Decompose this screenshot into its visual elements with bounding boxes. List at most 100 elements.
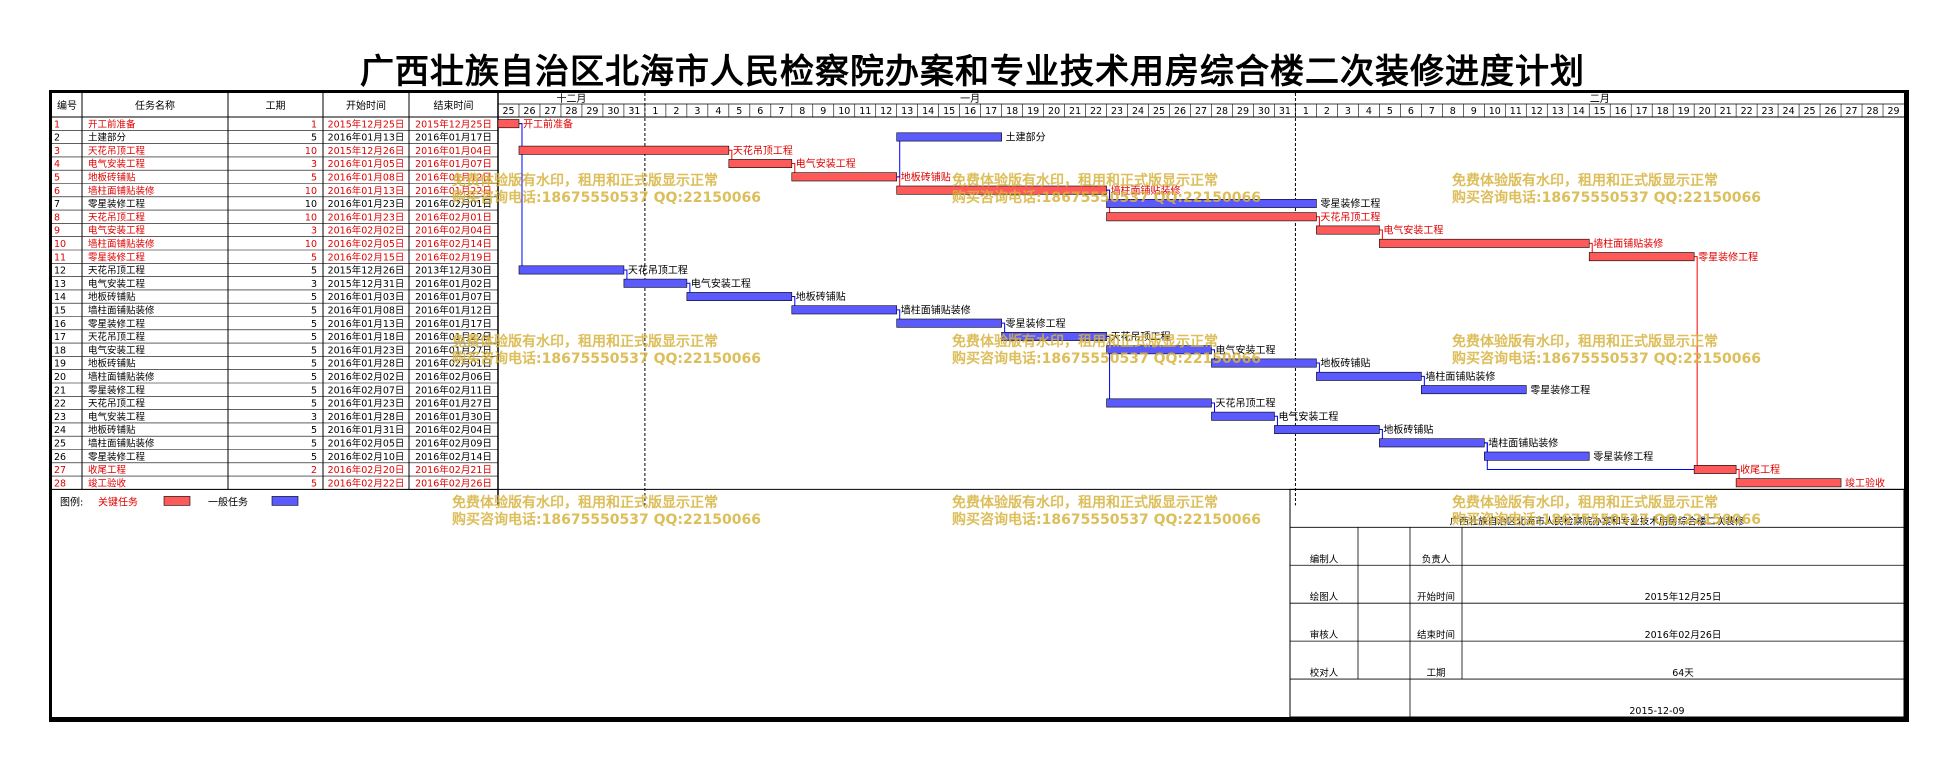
- day-label: 15: [1594, 106, 1606, 117]
- info-label: 校对人: [1310, 667, 1339, 679]
- task-start: 2016年02月07日: [328, 384, 405, 396]
- task-bar: [1483, 451, 1590, 461]
- info-value: 64天: [1672, 668, 1694, 679]
- task-bar: [1421, 385, 1527, 395]
- watermark-line1: 免费体验版有水印，租用和正式版显示正常: [452, 494, 718, 511]
- watermark-line2: 购买咨询电话:18675550537 QQ:22150066: [1452, 350, 1761, 367]
- task-bar: [1106, 199, 1317, 208]
- dependency-link: [896, 136, 901, 178]
- task-start: 2016年01月23日: [328, 198, 405, 210]
- day-label: 2: [673, 106, 679, 117]
- task-end: 2016年02月04日: [415, 424, 492, 436]
- task-id: 1: [54, 119, 60, 130]
- day-label: 8: [799, 106, 805, 117]
- task-name: 土建部分: [88, 132, 127, 144]
- day-label: 25: [502, 106, 514, 117]
- day-label: 10: [1489, 106, 1501, 117]
- month-label: 二月: [1590, 93, 1610, 105]
- watermark-line2: 购买咨询电话:18675550537 QQ:22150066: [452, 350, 761, 367]
- header-name: 任务名称: [135, 99, 175, 112]
- day-label: 21: [1069, 106, 1081, 117]
- day-label: 30: [607, 106, 619, 117]
- task-id: 4: [54, 159, 60, 170]
- task-id: 24: [54, 425, 66, 436]
- task-name: 电气安装工程: [88, 225, 146, 237]
- day-label: 4: [1366, 106, 1372, 117]
- day-label: 22: [1090, 106, 1102, 117]
- task-start: 2015年12月26日: [328, 145, 405, 157]
- day-label: 12: [880, 106, 892, 117]
- watermark-line1: 免费体验版有水印，租用和正式版显示正常: [952, 172, 1218, 189]
- task-duration: 5: [311, 452, 317, 463]
- watermark-line2: 购买咨询电话:18675550537 QQ:22150066: [952, 511, 1261, 528]
- day-label: 14: [922, 106, 934, 117]
- day-label: 13: [901, 106, 913, 117]
- day-label: 3: [1345, 106, 1351, 117]
- task-duration: 5: [311, 266, 317, 277]
- task-start: 2016年01月08日: [328, 172, 405, 184]
- day-label: 28: [565, 106, 577, 117]
- task-name: 天花吊顶工程: [88, 331, 146, 343]
- task-end: 2016年01月07日: [415, 291, 492, 303]
- task-duration: 10: [305, 199, 317, 210]
- watermark-line1: 免费体验版有水印，租用和正式版显示正常: [452, 333, 718, 350]
- task-name: 天花吊顶工程: [88, 211, 146, 223]
- task-duration: 3: [311, 279, 317, 290]
- day-label: 19: [1678, 106, 1690, 117]
- task-name: 墙柱面铺贴装修: [88, 185, 155, 197]
- watermark-line2: 购买咨询电话:18675550537 QQ:22150066: [452, 189, 761, 206]
- task-end: 2016年01月22日: [415, 331, 492, 343]
- task-duration: 2: [311, 465, 317, 476]
- task-name: 零星装修工程: [88, 451, 146, 463]
- watermark-line1: 免费体验版有水印，租用和正式版显示正常: [952, 494, 1218, 511]
- day-label: 4: [715, 106, 721, 117]
- task-end: 2016年02月21日: [415, 464, 492, 476]
- day-label: 9: [820, 106, 826, 117]
- day-label: 29: [1887, 106, 1899, 117]
- task-bar: [896, 132, 1002, 142]
- task-id: 7: [54, 199, 60, 210]
- task-bar: [623, 278, 688, 288]
- watermark-line2: 购买咨询电话:18675550537 QQ:22150066: [952, 350, 1261, 367]
- task-bar: [518, 265, 625, 275]
- task-end: 2016年01月02日: [415, 278, 492, 290]
- info-label: 工期: [1426, 668, 1445, 679]
- task-start: 2016年01月03日: [328, 291, 405, 303]
- page-title: 广西壮族自治区北海市人民检察院办案和专业技术用房综合楼二次装修进度计划: [360, 52, 1585, 92]
- day-label: 29: [1237, 106, 1249, 117]
- task-id: 23: [54, 412, 66, 423]
- day-label: 17: [985, 106, 997, 117]
- task-bar-label: 收尾工程: [1740, 463, 1780, 476]
- task-id: 15: [54, 306, 66, 317]
- task-bar: [518, 145, 730, 155]
- task-name: 天花吊顶工程: [88, 265, 146, 277]
- task-id: 12: [54, 266, 66, 277]
- task-name: 零星装修工程: [88, 251, 146, 263]
- task-start: 2016年02月02日: [328, 371, 405, 383]
- day-label: 15: [943, 106, 955, 117]
- info-value: 2015年12月25日: [1645, 591, 1722, 603]
- task-bar: [896, 185, 1107, 195]
- legend-critical-swatch: [163, 496, 191, 506]
- task-start: 2016年01月23日: [328, 344, 405, 356]
- task-start: 2016年01月13日: [328, 318, 405, 330]
- task-bar-label: 天花吊顶工程: [1111, 330, 1171, 343]
- day-label: 18: [1006, 106, 1018, 117]
- task-id: 9: [54, 226, 60, 237]
- day-label: 23: [1762, 106, 1774, 117]
- task-start: 2016年02月02日: [328, 225, 405, 237]
- task-name: 电气安装工程: [88, 411, 146, 423]
- info-label: 开始时间: [1417, 591, 1455, 603]
- task-id: 27: [54, 465, 66, 476]
- header-end: 结束时间: [434, 99, 474, 112]
- task-bar-label: 天花吊顶工程: [733, 144, 793, 157]
- task-bar: [1001, 332, 1107, 341]
- task-bar-label: 地板砖铺贴: [901, 171, 951, 184]
- legend-normal-label: 一般任务: [208, 495, 248, 508]
- info-label: 审核人: [1310, 629, 1339, 641]
- task-duration: 5: [311, 478, 317, 489]
- day-label: 19: [1027, 106, 1039, 117]
- task-bar: [1588, 252, 1695, 262]
- task-id: 18: [54, 345, 66, 356]
- legend-critical-label: 关键任务: [98, 495, 138, 508]
